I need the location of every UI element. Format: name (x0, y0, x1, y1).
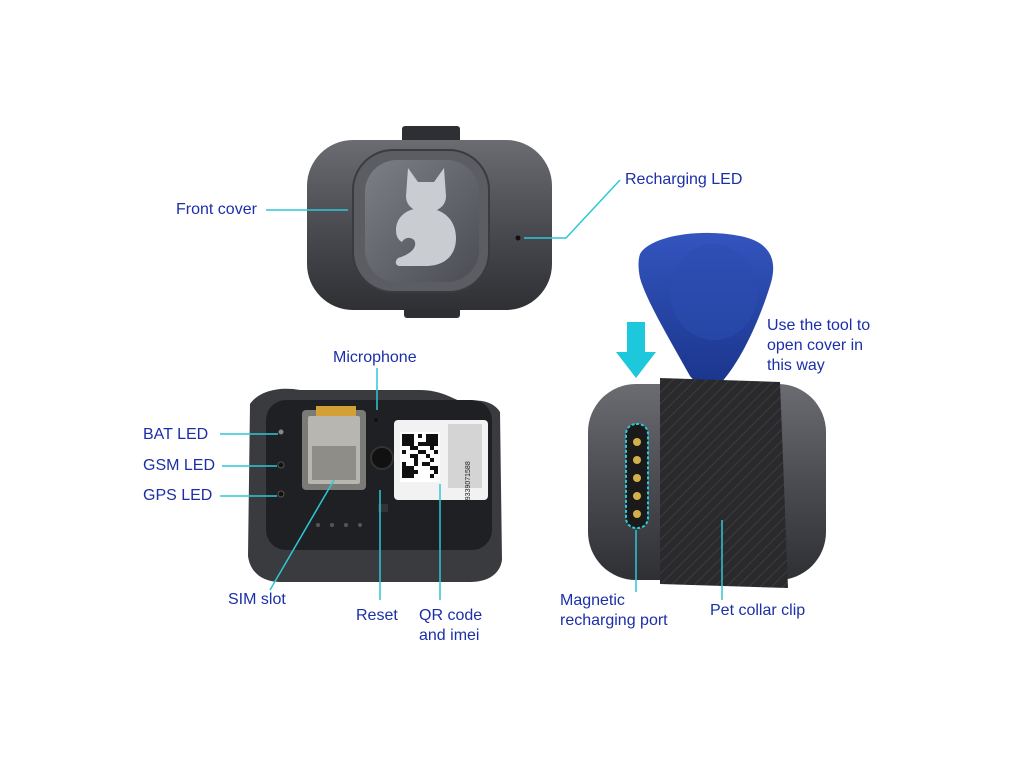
qr-module (418, 442, 422, 446)
qr-module (426, 438, 430, 442)
qr-module (402, 462, 406, 466)
qr-module (418, 450, 422, 454)
qr-module (434, 442, 438, 446)
label-reset: Reset (356, 607, 398, 624)
label-recharging-led: Recharging LED (625, 171, 743, 188)
qr-module (430, 442, 434, 446)
qr-module (426, 442, 430, 446)
qr-module (414, 458, 418, 462)
qr-module (410, 474, 414, 478)
qr-module (414, 454, 418, 458)
qr-module (402, 442, 406, 446)
label-gsm-led: GSM LED (143, 457, 216, 474)
label-front-cover: Front cover (176, 201, 257, 218)
qr-module (414, 470, 418, 474)
qr-module (426, 454, 430, 458)
label-use-tool: Use the tool to open cover in this way (767, 317, 871, 374)
device-open-back: 359339071588 (248, 388, 502, 582)
qr-module (434, 470, 438, 474)
qr-module (406, 434, 410, 438)
label-sim-slot: SIM slot (228, 591, 286, 608)
qr-module (426, 434, 430, 438)
qr-module (406, 466, 410, 470)
label-gps-led: GPS LED (143, 487, 213, 504)
qr-module (434, 450, 438, 454)
label-bat-led: BAT LED (143, 426, 209, 443)
qr-module (422, 442, 426, 446)
qr-module (402, 434, 406, 438)
qr-module (434, 438, 438, 442)
arrow-down-icon (616, 322, 656, 378)
qr-module (402, 470, 406, 474)
qr-module (406, 470, 410, 474)
cat-icon (395, 168, 456, 266)
qr-module (410, 466, 414, 470)
qr-module (406, 438, 410, 442)
qr-module (406, 442, 410, 446)
qr-module (402, 466, 406, 470)
qr-module (426, 462, 430, 466)
qr-code-pattern (402, 434, 438, 478)
qr-module (430, 446, 434, 450)
qr-module (434, 434, 438, 438)
label-magnetic-port: Magnetic recharging port (560, 592, 668, 629)
label-collar-clip: Pet collar clip (710, 602, 806, 619)
qr-module (414, 462, 418, 466)
device-with-collar (588, 232, 826, 588)
qr-module (410, 434, 414, 438)
qr-module (422, 450, 426, 454)
qr-module (402, 474, 406, 478)
qr-module (410, 438, 414, 442)
recharging-led-dot (515, 235, 521, 241)
qr-module (410, 442, 414, 446)
qr-module (418, 434, 422, 438)
label-microphone: Microphone (333, 349, 417, 366)
qr-module (430, 438, 434, 442)
qr-module (406, 474, 410, 478)
qr-module (410, 470, 414, 474)
qr-module (402, 450, 406, 454)
qr-module (430, 474, 434, 478)
qr-module (410, 446, 414, 450)
imei-text: 359339071588 (465, 461, 472, 508)
qr-module (434, 466, 438, 470)
leader-lines (220, 179, 723, 600)
qr-module (402, 438, 406, 442)
qr-module (430, 434, 434, 438)
qr-module (430, 458, 434, 462)
device-front-view (307, 126, 552, 318)
qr-module (430, 466, 434, 470)
qr-module (422, 462, 426, 466)
label-qr-code: QR code and imei (419, 607, 483, 644)
qr-module (414, 446, 418, 450)
qr-module (410, 454, 414, 458)
